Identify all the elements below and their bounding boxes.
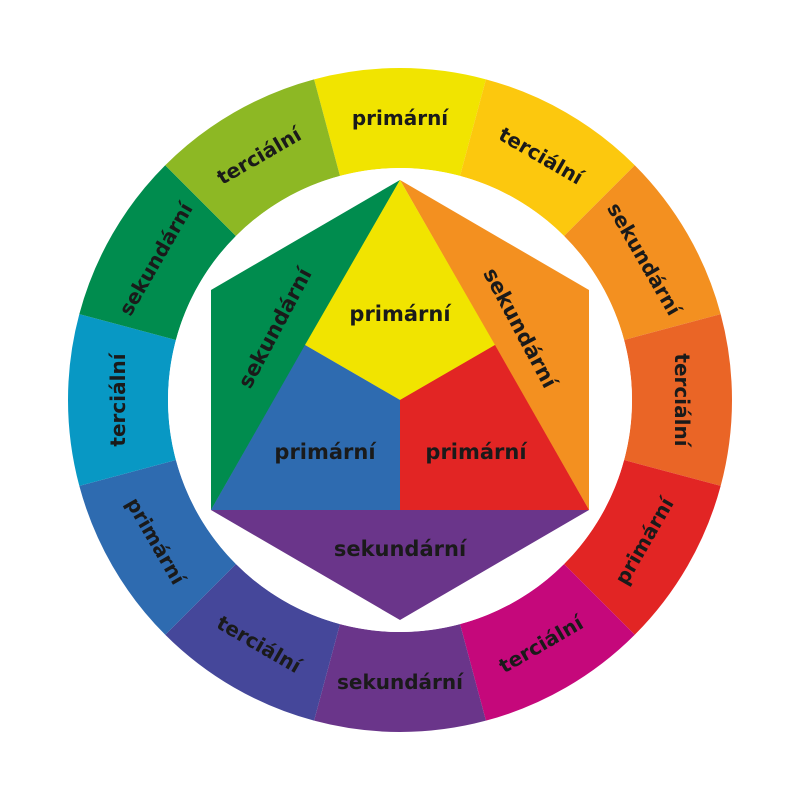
- inner-top-triangle-overlay: [305, 180, 495, 400]
- ring-segment-6: [314, 624, 486, 732]
- ring-segment-1: [460, 79, 635, 236]
- inner-right-triangle-overlay: [400, 345, 589, 510]
- ring-segment-10: [79, 165, 236, 340]
- inner-right-label: primární: [425, 440, 528, 464]
- ring-segment-4: [564, 460, 721, 635]
- ring-segment-8: [79, 460, 236, 635]
- ring-label-9: terciální: [106, 352, 130, 446]
- ring-segment-3: [624, 314, 732, 486]
- ring-segment-2: [564, 165, 721, 340]
- ring-label-6: sekundární: [337, 670, 464, 694]
- inner-left-label: primární: [274, 440, 377, 464]
- ring-segment-11: [165, 79, 340, 236]
- inner-hexagon: primární primární primární sekundární se…: [211, 180, 589, 620]
- inner-top-label: primární: [349, 302, 452, 326]
- ring-segment-5: [460, 564, 635, 721]
- inner-bottom-label: sekundární: [334, 537, 468, 561]
- ring-segment-0: [314, 68, 486, 176]
- ring-segment-9: [68, 314, 176, 486]
- ring-label-3: terciální: [670, 353, 694, 447]
- inner-left-triangle-overlay: [211, 345, 400, 510]
- outer-ring: primární terciální sekundární terciální prim…: [68, 68, 732, 732]
- ring-segment-7: [165, 564, 340, 721]
- ring-label-0: primární: [352, 106, 449, 130]
- inner-bottom-wing: [211, 510, 589, 620]
